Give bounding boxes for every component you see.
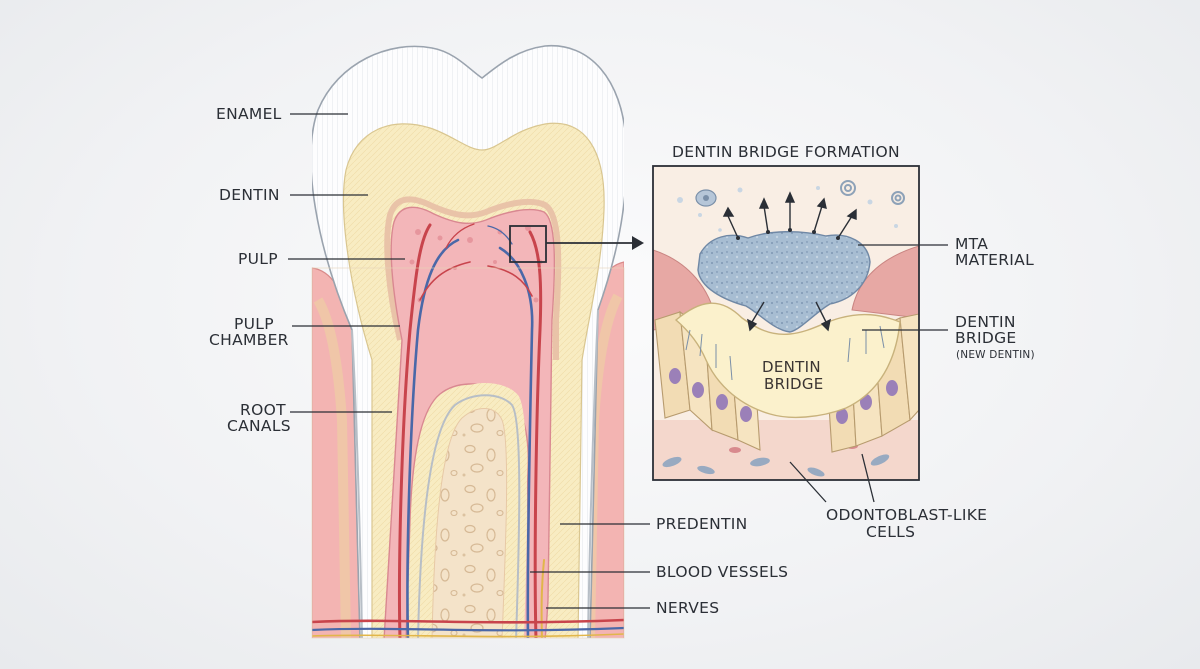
tooth-illustration bbox=[312, 45, 624, 638]
label-dentin: DENTIN bbox=[219, 186, 280, 204]
mta-material bbox=[697, 231, 871, 333]
label-bridge-note: (NEW DENTIN) bbox=[956, 349, 1035, 361]
label-pulp: PULP bbox=[238, 250, 278, 268]
inset-bridge-label-1: DENTIN bbox=[762, 358, 821, 376]
inset-bridge-label-2: BRIDGE bbox=[764, 375, 824, 393]
label-pulp-chamber-1: PULP bbox=[234, 315, 274, 333]
label-pulp-chamber-2: CHAMBER bbox=[209, 331, 289, 349]
label-bridge-1: DENTIN bbox=[955, 313, 1016, 331]
label-mta-2: MATERIAL bbox=[955, 251, 1034, 269]
label-cells-2: CELLS bbox=[866, 523, 915, 541]
label-cells-1: ODONTOBLAST-LIKE bbox=[826, 506, 987, 524]
gear-icon bbox=[840, 180, 905, 205]
inset-title: DENTIN BRIDGE FORMATION bbox=[672, 143, 900, 161]
label-mta-1: MTA bbox=[955, 235, 988, 253]
label-bridge-2: BRIDGE bbox=[955, 329, 1017, 347]
label-root-canals-1: ROOT bbox=[240, 401, 286, 419]
label-predentin: PREDENTIN bbox=[656, 515, 748, 533]
label-nerves: NERVES bbox=[656, 599, 719, 617]
label-enamel: ENAMEL bbox=[216, 105, 282, 123]
inset-panel: DENTIN BRIDGE bbox=[653, 166, 919, 480]
label-blood-vessels: BLOOD VESSELS bbox=[656, 563, 788, 581]
label-root-canals-2: CANALS bbox=[227, 417, 291, 435]
detail-box bbox=[509, 225, 547, 263]
